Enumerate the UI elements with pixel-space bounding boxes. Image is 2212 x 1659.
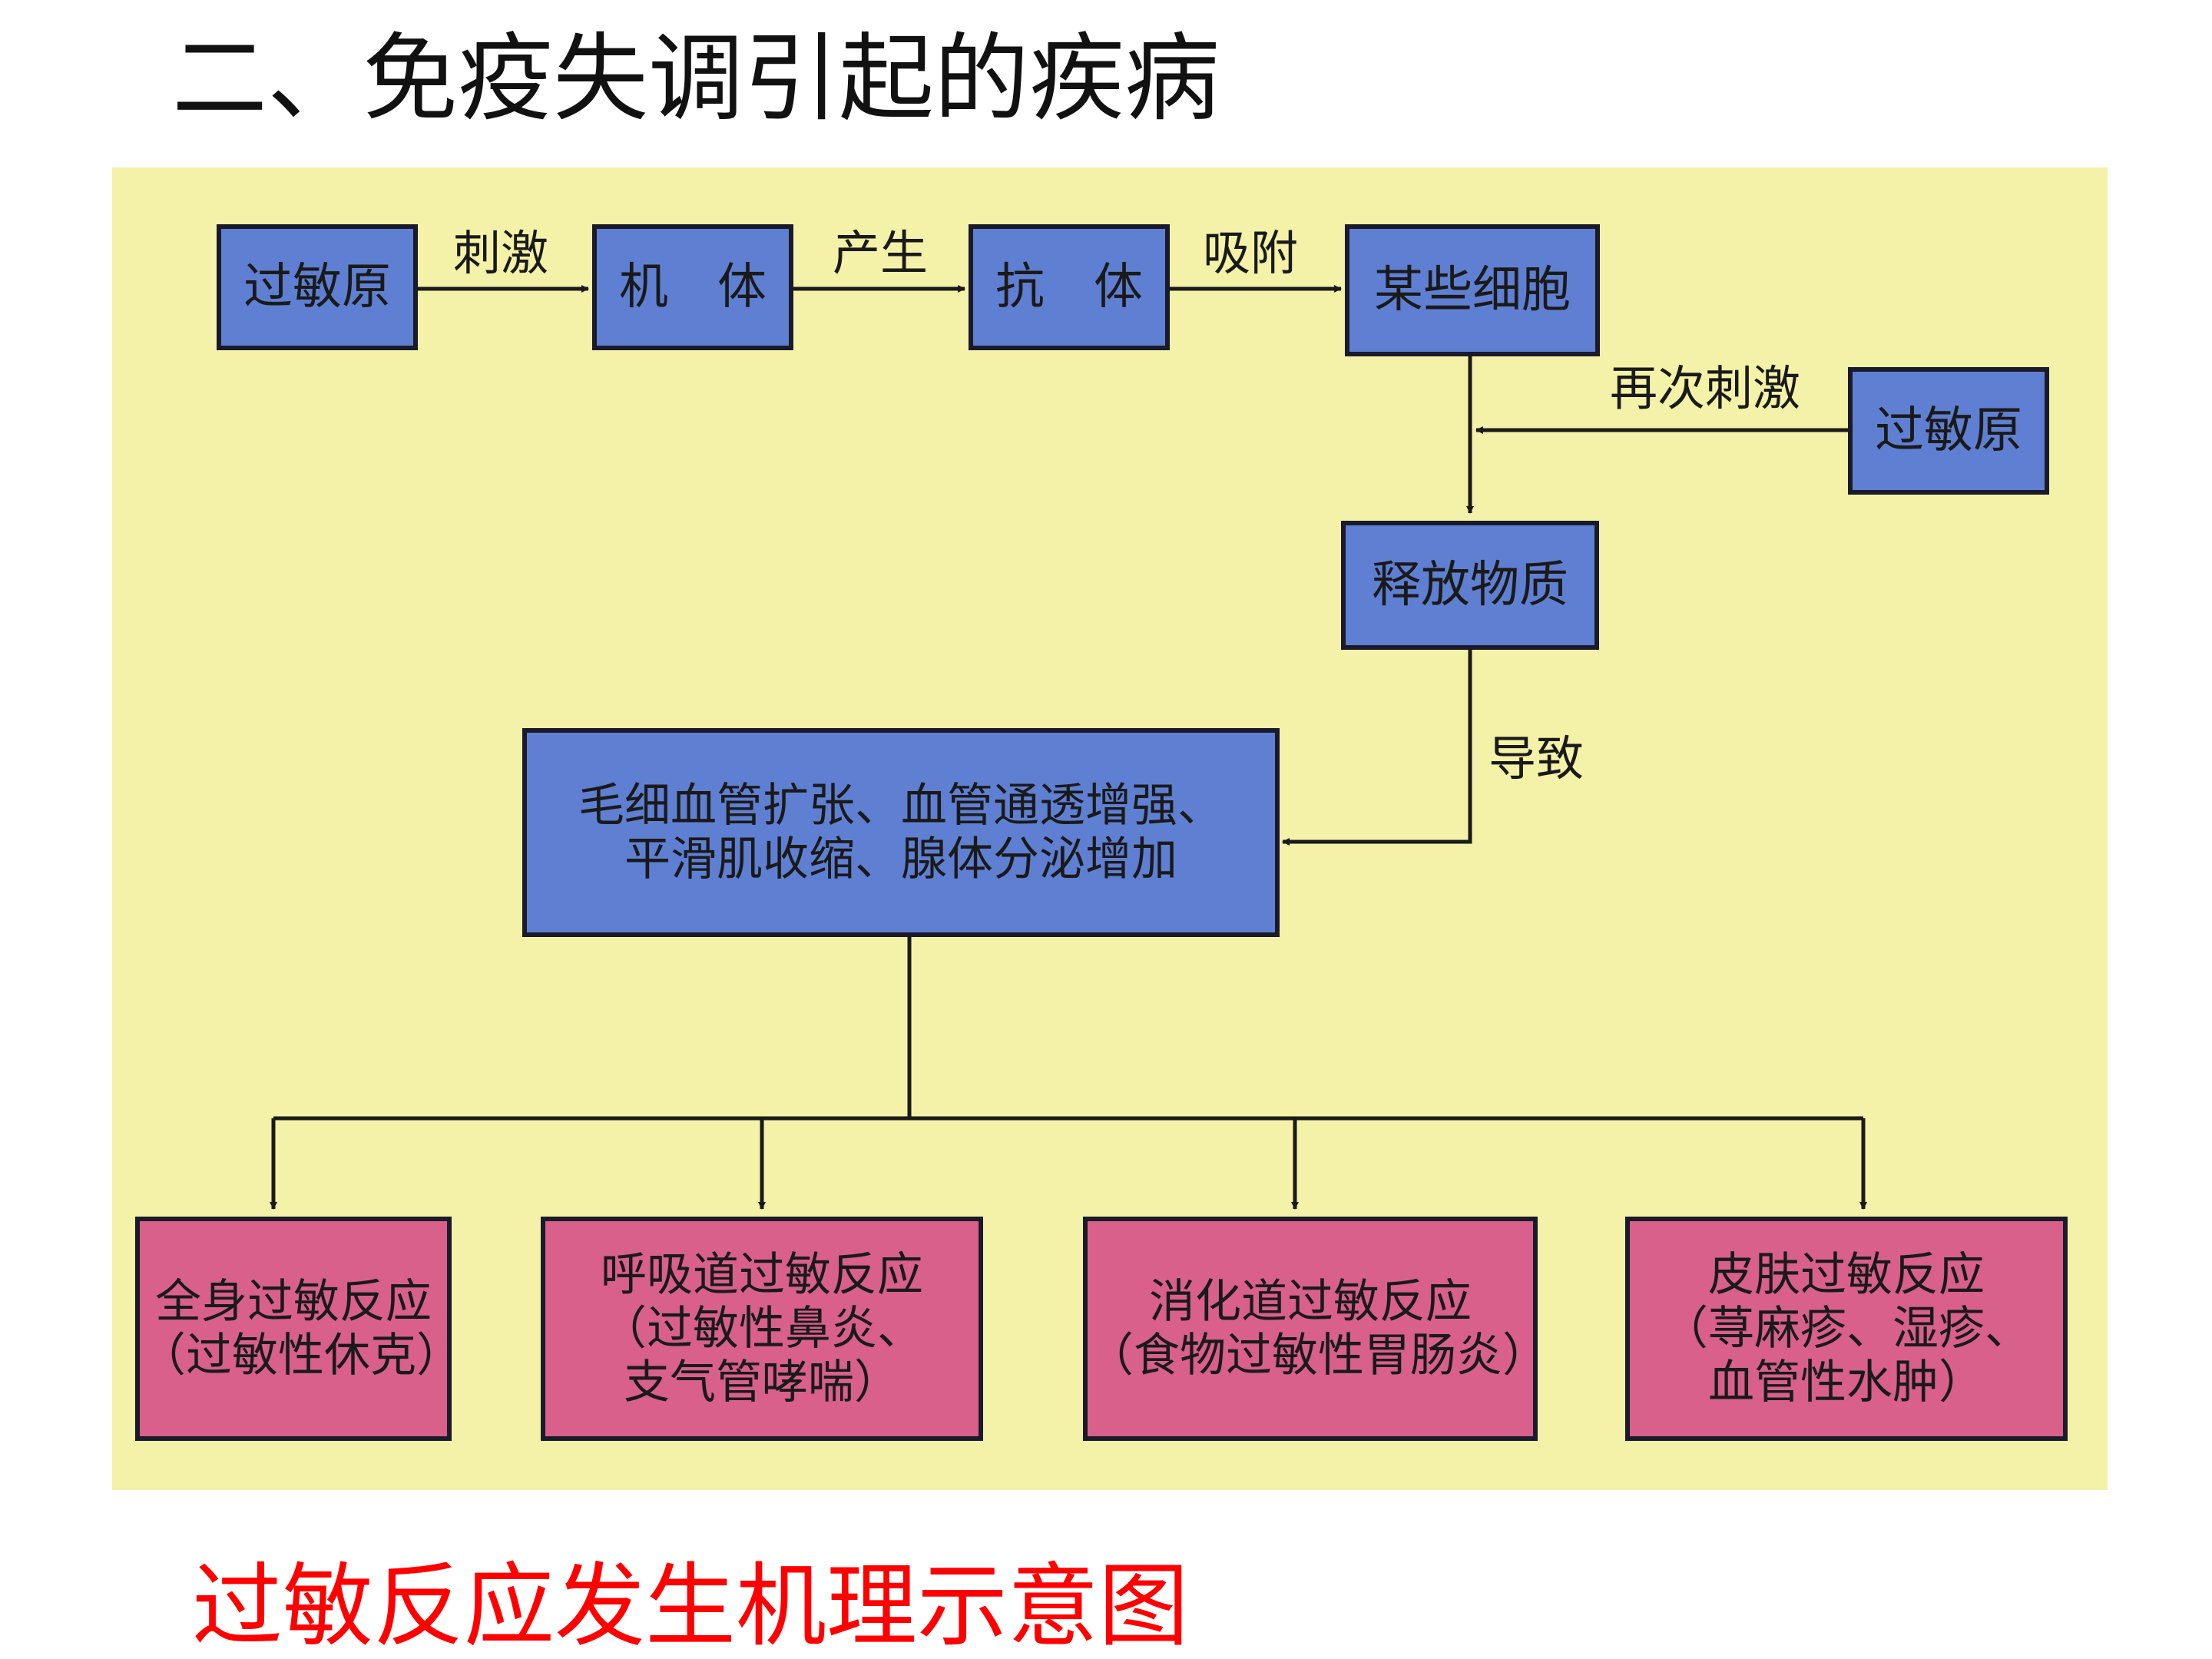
node-release-substances: 释放物质	[1341, 521, 1599, 650]
effects-line-2: 平滑肌收缩、腺体分泌增加	[624, 833, 1177, 886]
edge-label-cause: 导致	[1488, 730, 1584, 786]
reaction-respiratory: 呼吸道过敏反应 （过敏性鼻炎、 支气管哮喘）	[541, 1217, 983, 1441]
node-some-cells: 某些细胞	[1345, 224, 1600, 356]
reaction-line: 皮肤过敏反应	[1708, 1248, 1985, 1302]
edge-label-adsorb: 吸附	[1203, 225, 1299, 281]
reaction-systemic: 全身过敏反应 （过敏性休克）	[135, 1217, 462, 1441]
arrow-release-to-effects	[1282, 650, 1472, 846]
reaction-line: 呼吸道过敏反应	[601, 1248, 923, 1302]
reaction-digestive: 消化道过敏反应 （食物过敏性胃肠炎）	[1083, 1217, 1548, 1441]
page-title: 二、免疫失调引起的疾病	[172, 24, 1220, 134]
node-allergen: 过敏原	[217, 224, 418, 350]
reaction-line: 消化道过敏反应	[1149, 1275, 1472, 1329]
edge-label-stimulate: 刺激	[453, 225, 549, 281]
edge-label-restimulate: 再次刺激	[1610, 360, 1801, 416]
reaction-line: （过敏性休克）	[140, 1329, 462, 1382]
reaction-line: （食物过敏性胃肠炎）	[1088, 1329, 1548, 1382]
node-organism: 机 体	[592, 224, 793, 350]
reaction-line: 血管性水肿）	[1708, 1356, 1985, 1409]
edge-label-produce: 产生	[833, 225, 929, 281]
node-allergen-second: 过敏原	[1848, 367, 2049, 495]
reaction-line: 全身过敏反应	[155, 1275, 432, 1329]
reaction-skin: 皮肤过敏反应 （荨麻疹、湿疹、 血管性水肿）	[1625, 1217, 2068, 1441]
diagram-caption: 过敏反应发生机理示意图	[192, 1553, 1190, 1659]
effects-line-1: 毛细血管扩张、血管通透增强、	[578, 779, 1224, 833]
reaction-line: （过敏性鼻炎、	[601, 1302, 923, 1356]
reaction-line: 支气管哮喘）	[624, 1356, 900, 1409]
reaction-line: （荨麻疹、湿疹、	[1662, 1302, 2031, 1356]
node-antibody: 抗 体	[969, 224, 1170, 350]
node-physiological-effects: 毛细血管扩张、血管通透增强、 平滑肌收缩、腺体分泌增加	[522, 728, 1280, 937]
